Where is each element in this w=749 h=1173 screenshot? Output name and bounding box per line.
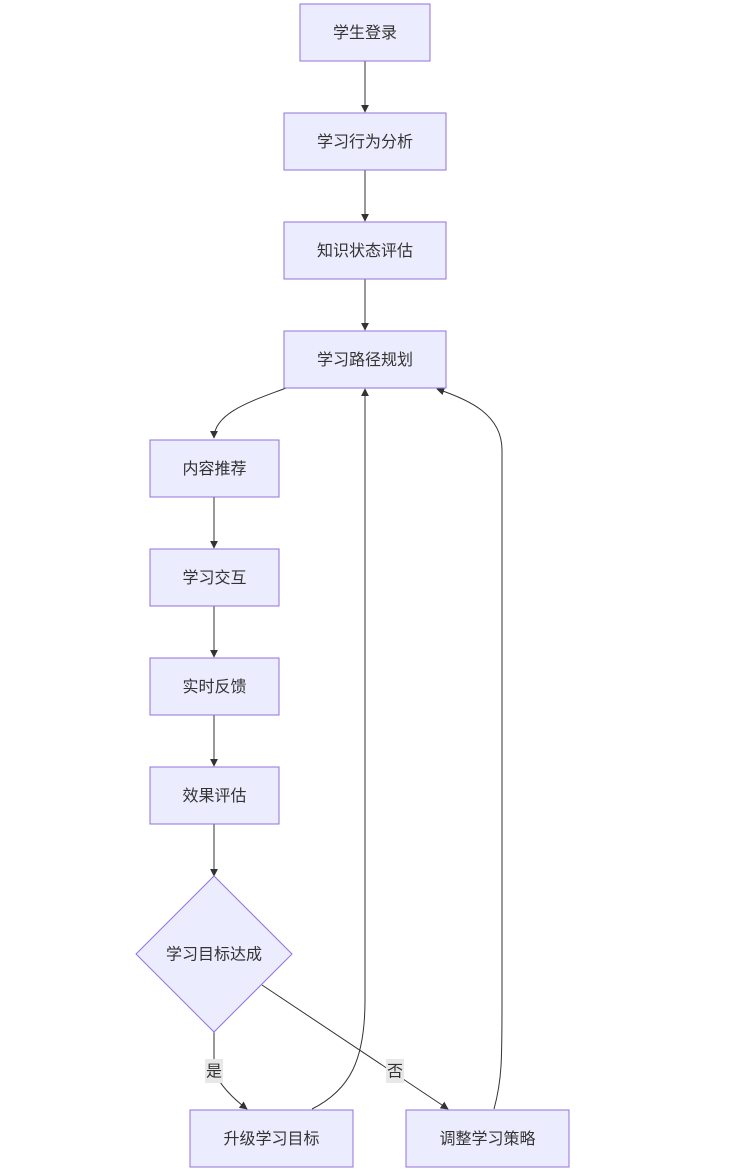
node-login-box	[299, 3, 431, 62]
node-knowledge-assessment-box	[283, 221, 447, 280]
node-upgrade-goal: 升级学习目标	[189, 1109, 354, 1168]
edges	[210, 61, 503, 1110]
node-behavior-analysis-box	[283, 112, 447, 171]
node-upgrade-goal-box	[189, 1109, 354, 1168]
decision-goal-reached-diamond	[135, 875, 293, 1033]
node-upgrade-goal-label: 升级学习目标	[223, 1129, 319, 1148]
node-content-recommendation-box	[149, 439, 280, 498]
decision-goal-reached: 学习目标达成	[135, 875, 293, 1033]
node-effect-evaluation-box	[149, 766, 280, 825]
node-behavior-analysis: 学习行为分析	[283, 112, 447, 171]
node-content-recommendation-label: 内容推荐	[182, 459, 246, 478]
node-adjust-strategy-box	[405, 1109, 570, 1168]
node-login: 学生登录	[299, 3, 431, 62]
node-realtime-feedback-label: 实时反馈	[182, 677, 246, 696]
node-adjust-strategy: 调整学习策略	[405, 1109, 570, 1168]
node-learning-interaction: 学习交互	[149, 548, 280, 607]
node-path-planning-label: 学习路径规划	[317, 350, 413, 369]
node-learning-interaction-label: 学习交互	[182, 568, 246, 587]
edge-label-no-background	[386, 1059, 404, 1083]
node-learning-interaction-box	[149, 548, 280, 607]
node-effect-evaluation-label: 效果评估	[182, 786, 246, 805]
node-realtime-feedback-box	[149, 657, 280, 716]
edge-upgrade-goal-to-path-planning	[311, 388, 369, 1110]
edge-goal-reached-to-adjust-strategy	[261, 984, 449, 1110]
node-realtime-feedback: 实时反馈	[149, 657, 280, 716]
node-behavior-analysis-label: 学习行为分析	[317, 132, 413, 151]
node-content-recommendation: 内容推荐	[149, 439, 280, 498]
node-path-planning: 学习路径规划	[283, 330, 447, 389]
edge-label-yes-text: 是	[206, 1062, 222, 1081]
node-path-planning-box	[283, 330, 447, 389]
decision-goal-reached-label: 学习目标达成	[166, 945, 262, 964]
edge-path-planning-to-content-recommendation	[210, 387, 287, 439]
edge-label-no: 否	[386, 1059, 404, 1083]
edge-label-yes: 是	[205, 1059, 223, 1083]
node-login-label: 学生登录	[333, 23, 397, 42]
edge-label-yes-background	[205, 1059, 223, 1083]
node-knowledge-assessment: 知识状态评估	[283, 221, 447, 280]
edge-adjust-strategy-to-path-planning	[436, 387, 503, 1110]
edge-label-no-text: 否	[387, 1062, 403, 1081]
node-knowledge-assessment-label: 知识状态评估	[317, 241, 413, 260]
node-effect-evaluation: 效果评估	[149, 766, 280, 825]
node-adjust-strategy-label: 调整学习策略	[439, 1129, 535, 1148]
